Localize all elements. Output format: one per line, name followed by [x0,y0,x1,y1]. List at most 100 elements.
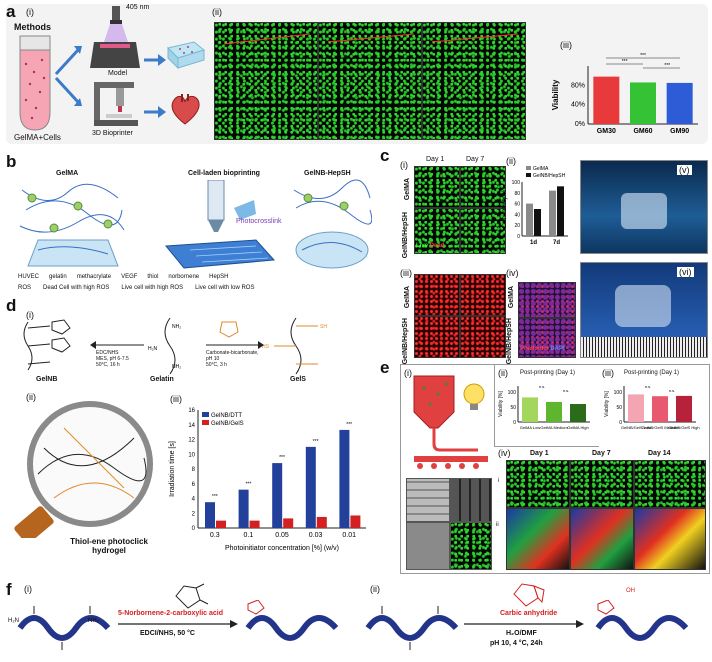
y-tick-label: 16 [188,408,195,414]
bar [676,395,692,422]
result-arrows [144,54,166,118]
y-tick-label: 80 [514,191,520,197]
f-cond-ii-2: pH 10, 4 °C, 24h [490,640,543,647]
x-tick-label: GelNB/GelS High [668,425,699,430]
y-tick-label: 50 [510,405,516,411]
bioprinter-icon [94,82,138,126]
c-day7: Day 7 [466,156,485,163]
flow-arrows [54,46,82,106]
bar-0.01 [350,515,361,528]
cellladen-title: Cell-laden bioprinting [188,170,260,177]
c-phalloidin-gelma-1 [414,274,460,316]
c-iii-row-gelma: GelMA [404,286,411,309]
panel-e-i-label: (i) [404,368,412,378]
gels-structure: SH HS [262,317,327,375]
panel-c-label: c [380,146,390,165]
f-cond-i: EDCI/NHS, 50 °C [140,630,195,637]
y-tick-label: 0 [517,234,520,240]
y-axis-label: Viability [551,79,560,110]
e-brightfield-3 [406,522,450,570]
x-tick-label: 0.3 [210,532,220,539]
bar-1d [534,209,541,236]
y-axis-label: Viability [%] [498,391,504,417]
carbic-anhydride-structure [513,583,545,607]
bar-7d [557,186,564,236]
legend-hepsh: HepSH [209,274,229,280]
legend-huvec: HUVEC [18,274,40,280]
projector-icon [90,6,140,68]
legend-swatch [202,412,209,417]
ruler [581,337,707,357]
c-dapi-gelma [518,282,576,318]
panel-a-i-label: (i) [26,7,34,17]
x-tick-label: 7d [553,240,560,246]
e-fluo-day1-top [506,460,570,508]
bioprinting-illustration [164,180,276,269]
y-tick-label: 6 [192,482,196,488]
gelnb-name: GelNB [36,376,58,383]
scaffold-vi [615,285,671,327]
y-tick-label: 50 [616,405,622,411]
gelatin-structure: NH₂ H₂N NH₂ [148,317,181,375]
panel-d-iii-label: (iii) [170,394,182,404]
e-brightfield-1 [406,478,450,522]
x-tick-label: 0.01 [342,532,356,539]
e-iii-title: Post-printing (Day 1) [624,370,680,376]
cond-right: Carbonate-bicarbonate, pH 10 50°C, 3 h [206,350,259,368]
gels-name: GelS [290,376,306,383]
bar [570,404,586,422]
sig-label: *** [245,482,251,488]
c-photo-vi: (vi) [580,262,708,358]
e-day14: Day 14 [648,450,671,457]
dapi-label: DAPI [550,346,565,352]
e-fluo-4 [450,522,492,570]
bar-0.03 [316,516,327,528]
live-label: Live [416,243,429,249]
reaction-arrow-f-ii [464,620,584,628]
e-brightfield-2 [450,478,492,522]
gelnb-structure [23,319,71,371]
y-axis-label: Cell viability/% [502,189,508,228]
x-axis-label: Photoinitiator concentration [%] (w/v) [225,545,339,552]
f-nh2-1: NH₂ [88,618,99,624]
panel-b-label: b [6,152,17,171]
x-tick-label: GelNB/GelS Medium [641,425,679,430]
e-day1: Day 1 [530,450,549,457]
panel-d-i-label: (i) [26,310,34,320]
panel-e-label: e [380,358,390,377]
fluorescence-image-gm60 [318,22,422,140]
panel-e-iv-label: (iv) [498,448,511,458]
sig-label: *** [279,455,285,461]
anhydride-structure [219,321,239,338]
y-tick-label: 2 [192,511,196,517]
c-dapi-gelnb [518,318,576,358]
svg-text:SH: SH [320,324,327,330]
phalloidin-dapi-caption: Phalloidin DAPI [520,346,565,352]
gelatin-backbone-1 [17,606,111,650]
gelatin-backbone-3 [365,606,459,650]
y-tick-label: 0 [513,420,516,426]
red-axis-lines [223,33,519,45]
panel-c-iv-label: (iv) [506,268,519,278]
legend-swatch [526,166,531,170]
bar [546,401,562,422]
bar-gm30 [593,76,620,124]
panel-a-ii-label: (ii) [212,7,222,17]
y-tick-label: 100 [508,390,517,396]
legend-label: GelNB/GelS [211,421,244,427]
bar-0.05 [283,518,294,528]
y-tick-label: 10 [188,452,195,458]
gelma-title: GelMA [56,170,79,177]
norbornene-acid-structure [175,583,209,609]
bar [522,397,538,422]
c-live-gelma-day7 [460,166,506,208]
c-photo-v: (v) [580,160,708,254]
panel-a-label: a [6,2,16,21]
model-label: Model [108,70,128,77]
gelnb-title: GelNB-HepSH [304,170,351,177]
sig-label: n.s. [669,388,675,393]
bar-1d [526,203,533,236]
legend-label: GelNB/DTT [211,413,242,419]
f-cond-ii-1: H₂O/DMF [506,630,537,637]
gelnb-network-illustration [293,179,372,269]
